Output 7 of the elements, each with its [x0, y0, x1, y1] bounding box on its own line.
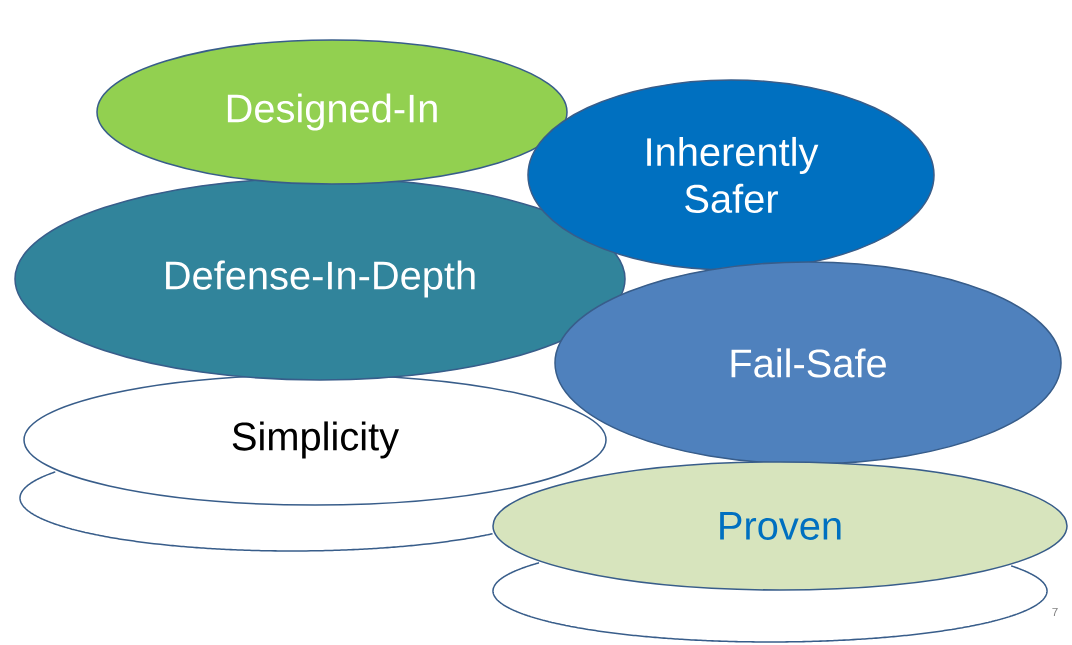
ellipse-label: Inherently Safer [527, 79, 935, 271]
ellipse-label: Proven [492, 461, 1068, 591]
ellipse-label: Defense-In-Depth [14, 177, 626, 381]
ellipse-label: Simplicity [23, 374, 607, 506]
ellipse-label: Designed-In [96, 39, 568, 185]
page-number: 7 [1052, 607, 1058, 616]
ellipse-label: Fail-Safe [554, 261, 1062, 465]
